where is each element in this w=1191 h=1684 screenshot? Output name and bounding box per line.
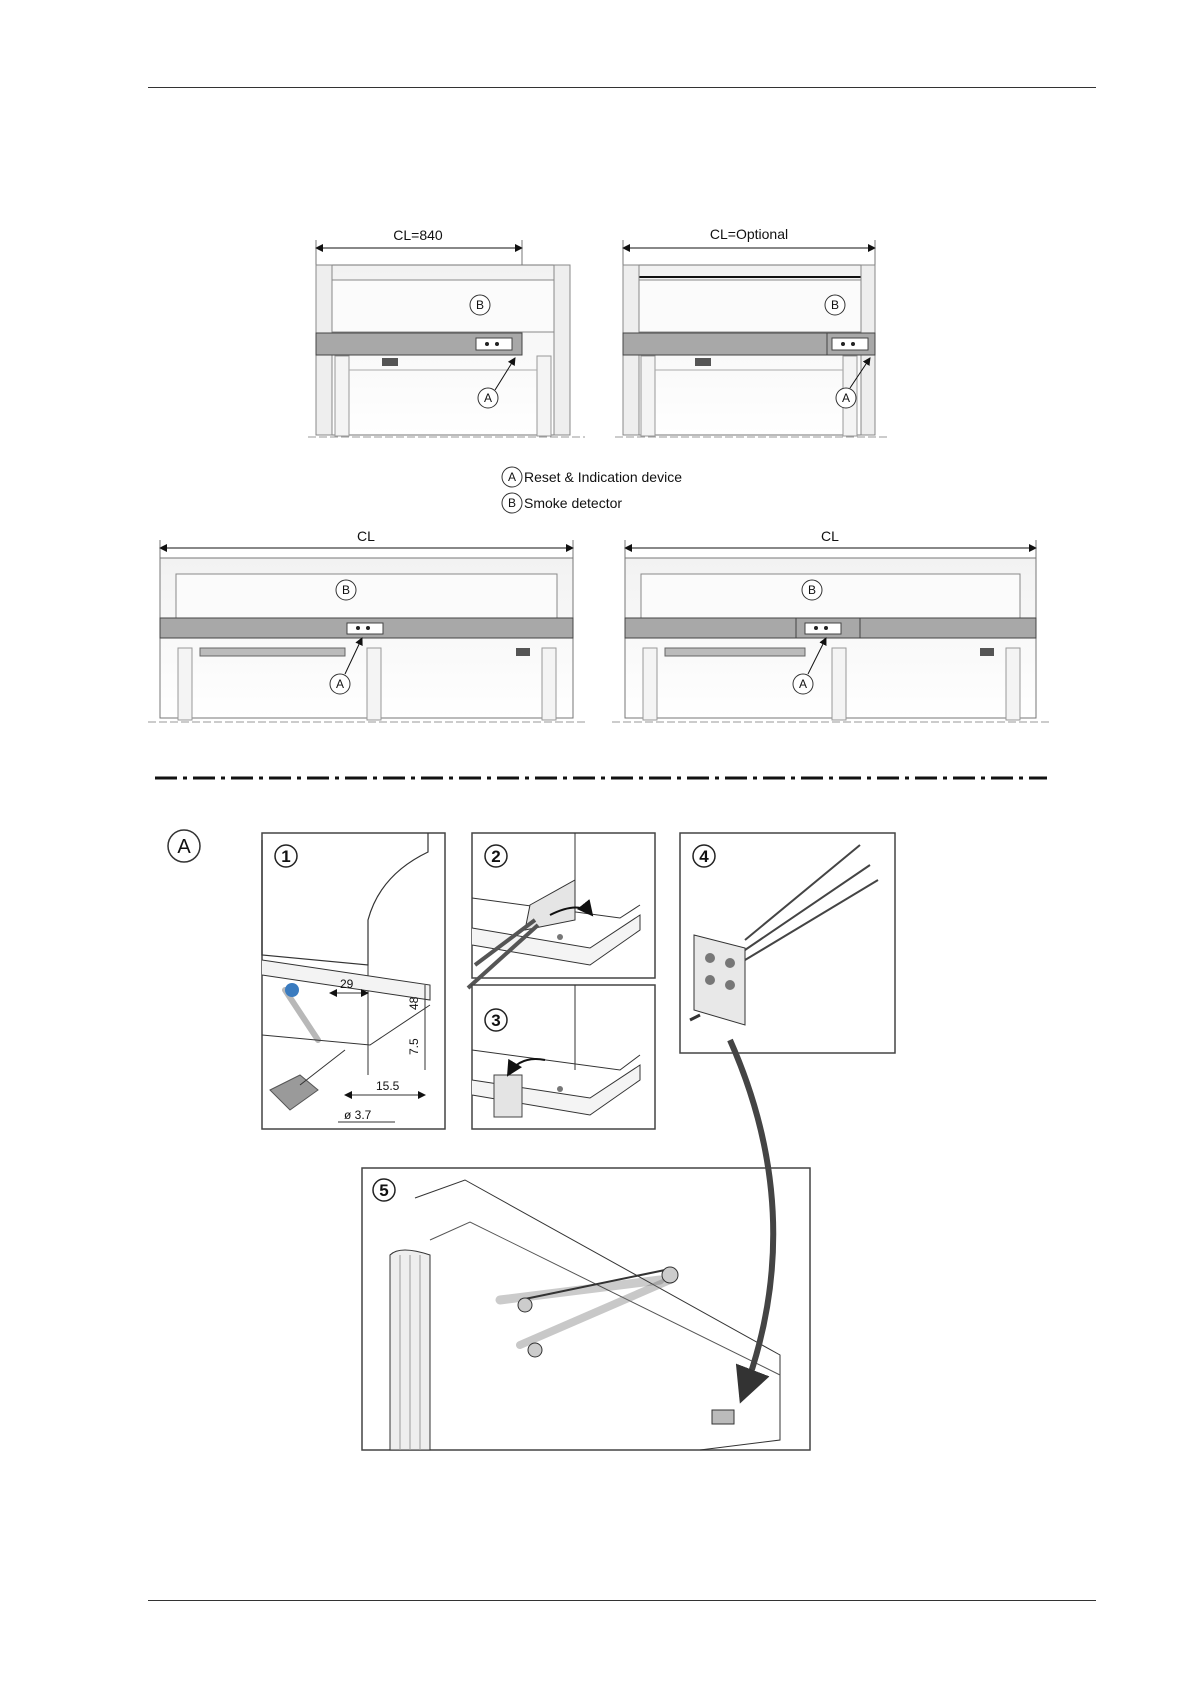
- callout-b: B: [342, 583, 350, 597]
- legend: A Reset & Indication device B Smoke dete…: [502, 467, 682, 513]
- legend-text-b: Smoke detector: [524, 495, 622, 511]
- dimension-label: CL=Optional: [710, 226, 788, 242]
- callout-b: B: [808, 583, 816, 597]
- dim-48: 48: [407, 996, 421, 1010]
- step-number: 4: [699, 847, 709, 866]
- callout-b: B: [831, 298, 839, 312]
- legend-text-a: Reset & Indication device: [524, 469, 682, 485]
- dim-7-5: 7.5: [407, 1038, 421, 1055]
- callout-a: A: [842, 391, 850, 405]
- callout-a: A: [484, 391, 492, 405]
- step-number: 5: [379, 1181, 388, 1200]
- legend-letter-b: B: [508, 496, 516, 510]
- figure-top-right: CL=Optional B A: [615, 226, 890, 437]
- legend-letter-a: A: [508, 470, 516, 484]
- step-4-panel: 4: [680, 833, 895, 1053]
- step-2-panel: 2: [468, 833, 655, 988]
- step-number: 2: [491, 847, 500, 866]
- step-5-panel: 5: [362, 1168, 810, 1450]
- step-number: 1: [281, 847, 290, 866]
- dim-29: 29: [340, 977, 354, 991]
- dim-15-5: 15.5: [376, 1079, 400, 1093]
- dim-diameter: ø 3.7: [344, 1108, 372, 1122]
- dimension-label: CL: [821, 528, 839, 544]
- section-letter: A: [177, 836, 191, 858]
- step-1-panel: 1 29 48 7.5 15.5 ø 3.7: [262, 833, 445, 1129]
- dimension-label: CL=840: [393, 227, 443, 243]
- figure-top-left: CL=840 B A: [308, 227, 585, 437]
- callout-b: B: [476, 298, 484, 312]
- callout-a: A: [336, 677, 344, 691]
- callout-a: A: [799, 677, 807, 691]
- figure-bottom-left: CL B A: [148, 528, 585, 722]
- dimension-label: CL: [357, 528, 375, 544]
- figure-bottom-right: CL B A: [612, 528, 1050, 722]
- step-3-panel: 3: [472, 985, 655, 1129]
- step-number: 3: [491, 1011, 500, 1030]
